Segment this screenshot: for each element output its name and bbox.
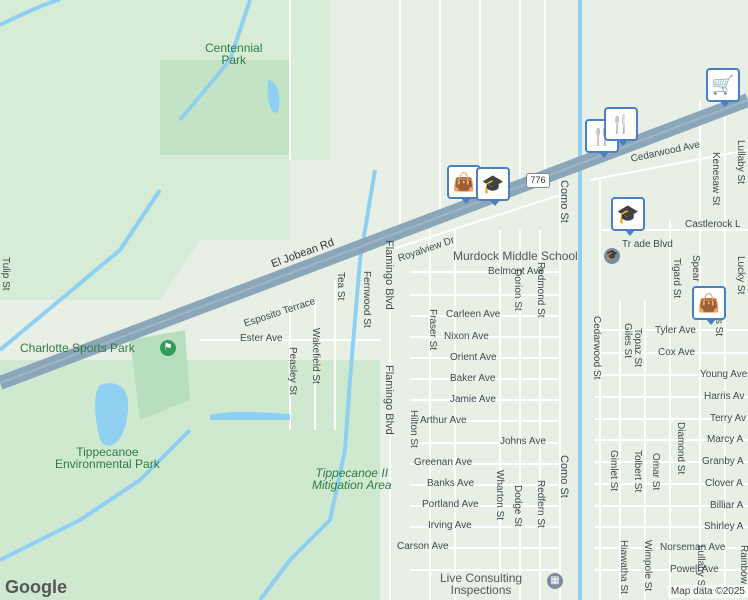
como-st-bottom-label: Como St: [558, 455, 570, 498]
carson-ave-label: Carson Ave: [397, 541, 449, 552]
map-attribution[interactable]: Map data ©2025: [667, 585, 748, 598]
centennial-park-area: [160, 60, 290, 155]
terry-ave-label: Terry Av: [710, 413, 746, 424]
gimlet-st-label: Gimlet St: [608, 450, 619, 492]
hilton-st-label: Hilton St: [408, 410, 419, 448]
shopping-bag-icon: 👜: [452, 171, 476, 193]
shopping-bag-marker[interactable]: 👜: [447, 165, 481, 204]
shirley-ave-label: Shirley A: [704, 521, 744, 532]
kenesaw-st-label: Kenesaw St: [710, 152, 721, 206]
live-consulting-label: Live Consulting Inspections: [440, 571, 523, 597]
pond-south: [210, 411, 290, 420]
mitigation-area-label: Tippecanoe II Mitigation Area: [312, 466, 392, 492]
young-ave-label: Young Ave: [700, 369, 748, 380]
topaz-st-label: Topaz St: [632, 328, 643, 367]
shopping-bag-icon: 👜: [697, 292, 721, 314]
peasley-st-label: Peasley St: [287, 347, 298, 395]
granby-ave-label: Granby A: [702, 456, 744, 467]
school-icon: 🎓: [481, 173, 505, 195]
tigard-st-label: Tigard St: [671, 258, 682, 299]
lullaby-st-label: Lullaby St: [735, 140, 746, 184]
baker-ave-label: Baker Ave: [450, 373, 496, 384]
restaurant-marker-2[interactable]: 🍴: [604, 107, 638, 146]
dodge-st-label: Dodge St: [512, 485, 523, 527]
billiar-ave-label: Billiar A: [710, 500, 744, 511]
centennial-park-label: Centennial Park: [205, 41, 263, 67]
redfern-st-label: Redfern St: [535, 480, 546, 528]
lucky-st-label: Lucky St: [735, 256, 746, 295]
arthur-ave-label: Arthur Ave: [420, 415, 467, 426]
orient-ave-label: Orient Ave: [450, 352, 497, 363]
tea-st-label: Tea St: [335, 272, 346, 301]
dorion-st-label: Dorion St: [512, 269, 523, 311]
wakefield-st-label: Wakefield St: [310, 328, 321, 384]
cox-ave-label: Cox Ave: [658, 347, 696, 358]
shopping-cart-icon: 🛒: [711, 74, 735, 96]
harris-ave-label: Harris Av: [704, 391, 745, 402]
irving-ave-label: Irving Ave: [428, 520, 472, 531]
school-icon[interactable]: 🎓: [604, 248, 620, 264]
spear-label: Spear: [690, 255, 701, 282]
sports-park-label: Charlotte Sports Park: [20, 341, 135, 355]
middle-school-label: Murdock Middle School: [453, 249, 578, 263]
wharton-st-label: Wharton St: [494, 470, 505, 521]
cedarwood-st-label: Cedarwood St: [591, 316, 602, 380]
norseman-ave-label: Norseman Ave: [660, 542, 726, 553]
castlerock-label: Castlerock L: [685, 219, 741, 230]
greenan-ave-label: Greenan Ave: [414, 457, 473, 468]
johns-ave-label: Johns Ave: [500, 436, 546, 447]
school-marker-1[interactable]: 🎓: [476, 167, 510, 206]
street-grid: [200, 0, 748, 600]
cart-marker[interactable]: 🛒: [706, 68, 740, 107]
flamingo-blvd-top-label: Flamingo Blvd: [383, 240, 395, 310]
powell-ave-label: Powell Ave: [670, 564, 719, 575]
flamingo-blvd-bottom-label: Flamingo Blvd: [383, 365, 395, 435]
school-icon: 🎓: [616, 203, 640, 225]
sports-park-icon[interactable]: ⚑: [160, 340, 176, 356]
giles-st-label: Giles St: [622, 323, 633, 359]
wimpole-st-label: Wimpole St: [642, 540, 653, 592]
fraser-st-label: Fraser St: [427, 309, 438, 351]
shopping-bag-marker-2[interactable]: 👜: [692, 286, 726, 325]
portland-ave-label: Portland Ave: [422, 499, 479, 510]
ester-ave-label: Ester Ave: [240, 333, 283, 344]
como-st-top-label: Como St: [558, 180, 570, 223]
jamie-ave-label: Jamie Ave: [450, 394, 496, 405]
marcy-ave-label: Marcy A: [707, 434, 744, 445]
tyler-ave-label: Tyler Ave: [655, 325, 696, 336]
school-marker-2[interactable]: 🎓: [611, 197, 645, 236]
redmond-st-label: Redmond St: [535, 262, 546, 318]
tippecanoe-park-label: Tippecanoe Environmental Park: [55, 445, 160, 471]
sports-park-area: [130, 330, 190, 420]
rainbow-label: Rainbow: [738, 545, 748, 584]
banks-ave-label: Banks Ave: [427, 478, 475, 489]
tolbert-st-label: Tolbert St: [632, 450, 643, 493]
restaurant-icon: 🍴: [609, 113, 633, 135]
clover-ave-label: Clover A: [705, 478, 743, 489]
lullaby-st-bottom-label: Lullaby St: [695, 545, 706, 589]
tippecanoe-blvd-label: Tr ade Blvd: [622, 239, 673, 250]
hiawatha-st-label: Hiawatha St: [618, 540, 629, 594]
business-icon[interactable]: ▦: [547, 573, 563, 589]
canals: [0, 0, 582, 600]
nixon-ave-label: Nixon Ave: [444, 331, 489, 342]
pond-centennial: [267, 80, 280, 113]
belmont-ave-label: Belmont Ave: [488, 266, 544, 277]
route-shield: 776: [526, 173, 550, 188]
tulip-st-label: Tulip St: [0, 257, 11, 291]
fernwood-st-label: Fernwood St: [361, 271, 372, 328]
carleen-ave-label: Carleen Ave: [446, 309, 501, 320]
diamond-st-label: Diamond St: [675, 422, 686, 475]
google-logo: Google: [5, 577, 67, 597]
lake-sports-park: [95, 383, 129, 446]
omar-st-label: Omar St: [650, 453, 661, 491]
